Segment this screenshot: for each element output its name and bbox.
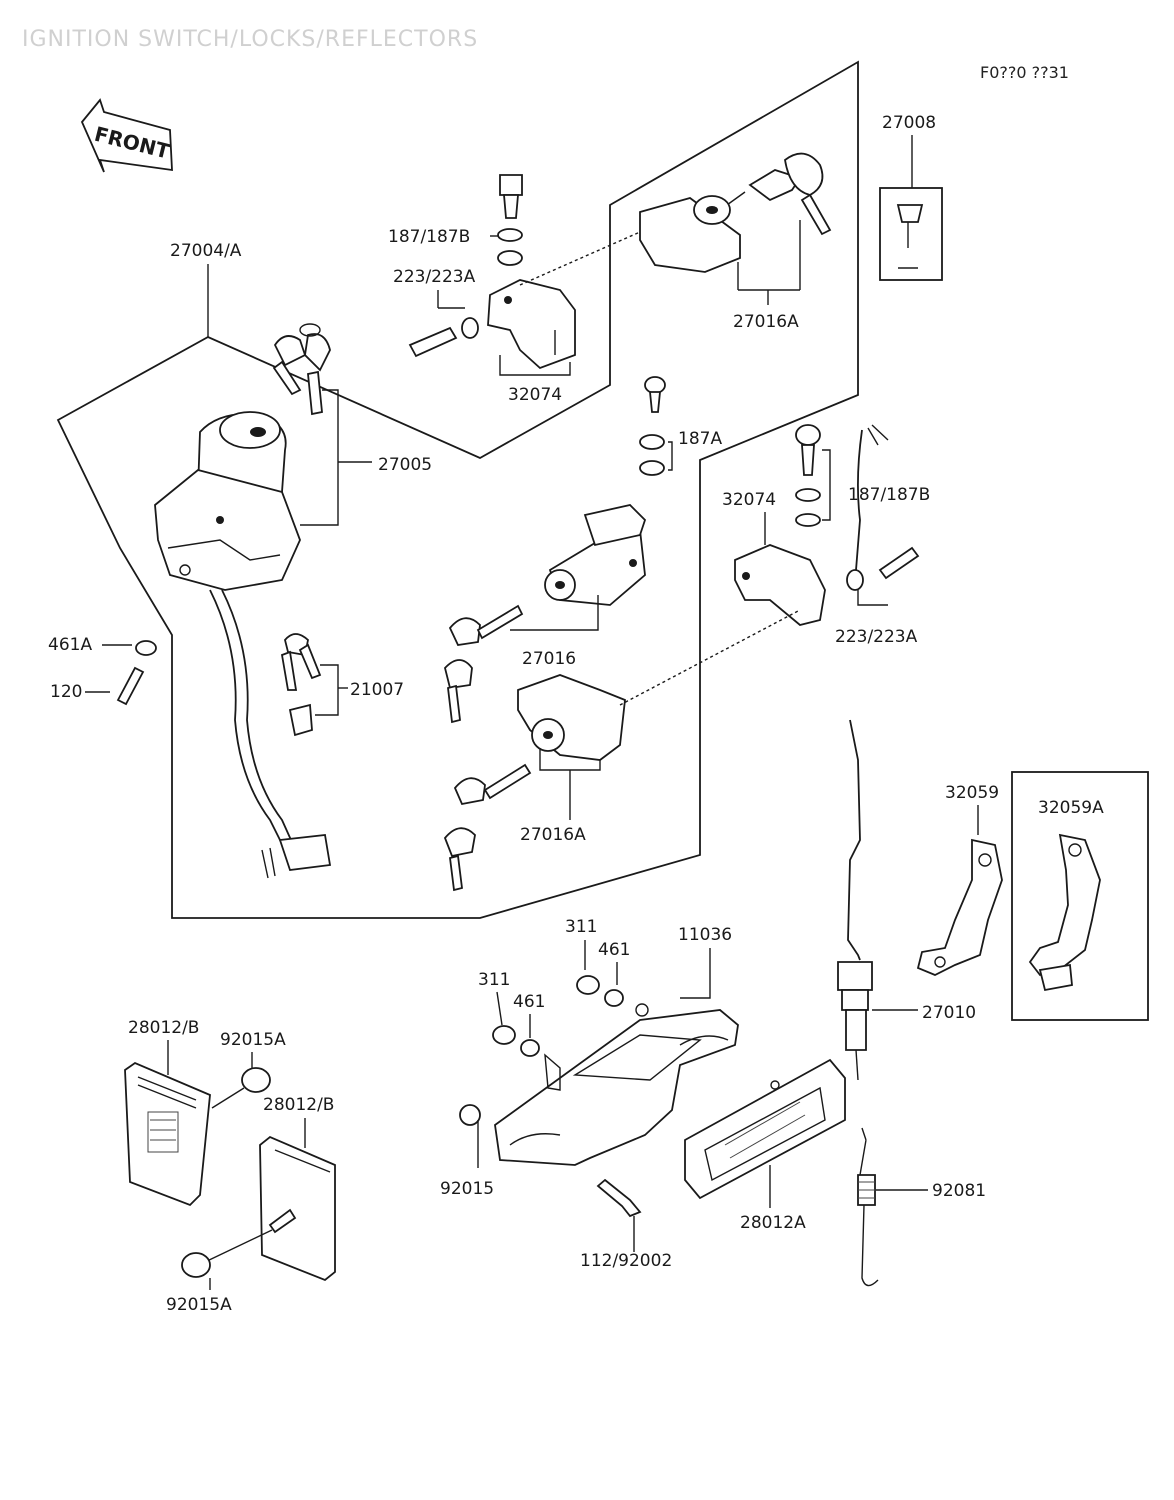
lock-cylinder-27016a-top xyxy=(639,195,741,273)
label-311-a: 311 xyxy=(565,917,597,937)
label-311-b: 311 xyxy=(478,970,510,990)
inset-32059a xyxy=(1011,771,1149,1021)
ignition-switch-body xyxy=(154,411,301,591)
label-27008: 27008 xyxy=(882,113,936,133)
label-28012a: 28012A xyxy=(740,1213,806,1233)
washer-461-a xyxy=(604,989,624,1007)
switch-27010 xyxy=(837,424,889,1081)
nut-311-b xyxy=(492,1025,516,1045)
label-223-223a-right: 223/223A xyxy=(835,627,918,647)
label-32059a: 32059A xyxy=(1038,798,1104,818)
label-28012b-right: 28012/B xyxy=(263,1095,334,1115)
label-92015: 92015 xyxy=(440,1179,494,1199)
key-set-21007 xyxy=(280,633,322,737)
washer-461a xyxy=(135,640,157,656)
holder-32074-right xyxy=(734,544,826,626)
figure-code: F0??0 ??31 xyxy=(980,63,1069,82)
key-set-27016 xyxy=(444,604,524,724)
label-27005: 27005 xyxy=(378,455,432,475)
ignition-keys xyxy=(272,323,331,416)
bolt-187-top xyxy=(497,174,523,266)
assembly-boundary xyxy=(56,60,859,919)
label-120: 120 xyxy=(50,682,82,702)
lock-cylinder-27016 xyxy=(544,504,647,606)
key-set-27016a-top xyxy=(719,152,832,236)
label-112-92002: 112/92002 xyxy=(580,1251,672,1271)
bolt-223-top xyxy=(408,317,479,358)
label-32059: 32059 xyxy=(945,783,999,803)
reflector-28012a xyxy=(684,1058,846,1200)
label-27016: 27016 xyxy=(522,649,576,669)
label-21007: 21007 xyxy=(350,680,404,700)
label-92015a-top: 92015A xyxy=(220,1030,286,1050)
key-set-27016a-bottom xyxy=(443,763,532,892)
label-187-187b-top: 187/187B xyxy=(388,227,470,247)
reflector-28012b-left xyxy=(124,1061,211,1207)
label-461a: 461A xyxy=(48,635,92,655)
label-461-a: 461 xyxy=(598,940,630,960)
label-223-223a-top: 223/223A xyxy=(393,267,476,287)
label-28012b-left: 28012/B xyxy=(128,1018,199,1038)
label-187-187b-right: 187/187B xyxy=(848,485,930,505)
bolt-187-right xyxy=(795,424,821,527)
label-461-b: 461 xyxy=(513,992,545,1012)
label-32074-top: 32074 xyxy=(508,385,562,405)
holder-32074-top xyxy=(487,279,576,370)
label-11036: 11036 xyxy=(678,925,732,945)
label-32074-right: 32074 xyxy=(722,490,776,510)
front-arrow-icon: FRONT xyxy=(80,98,173,173)
label-187a: 187A xyxy=(678,429,722,449)
bracket-32059 xyxy=(916,838,1003,976)
label-27016a-bottom: 27016A xyxy=(520,825,586,845)
label-27016a-top: 27016A xyxy=(733,312,799,332)
spring-92081 xyxy=(857,1127,879,1287)
nut-311-a xyxy=(576,975,600,995)
nut-92015a-top xyxy=(241,1067,271,1093)
screw-120 xyxy=(116,666,145,706)
bolt-187a xyxy=(639,376,666,476)
bolt-223-right xyxy=(846,546,920,591)
nut-92015 xyxy=(459,1104,481,1126)
nut-92015a-bottom xyxy=(181,1252,211,1278)
bracket-11036 xyxy=(494,1003,739,1166)
inset-27008 xyxy=(879,187,943,281)
label-27010: 27010 xyxy=(922,1003,976,1023)
lock-cylinder-27016a-bottom xyxy=(517,674,626,761)
reflector-28012b-right xyxy=(259,1135,336,1282)
bracket-32059a xyxy=(1028,833,1101,992)
label-92081: 92081 xyxy=(932,1181,986,1201)
washer-461-b xyxy=(520,1039,540,1057)
ignition-wire-harness xyxy=(209,589,332,879)
label-92015a-bottom: 92015A xyxy=(166,1295,232,1315)
label-27004a: 27004/A xyxy=(170,241,242,261)
bolt-112-92002 xyxy=(596,1178,642,1218)
diagram-title: IGNITION SWITCH/LOCKS/REFLECTORS xyxy=(22,27,478,52)
